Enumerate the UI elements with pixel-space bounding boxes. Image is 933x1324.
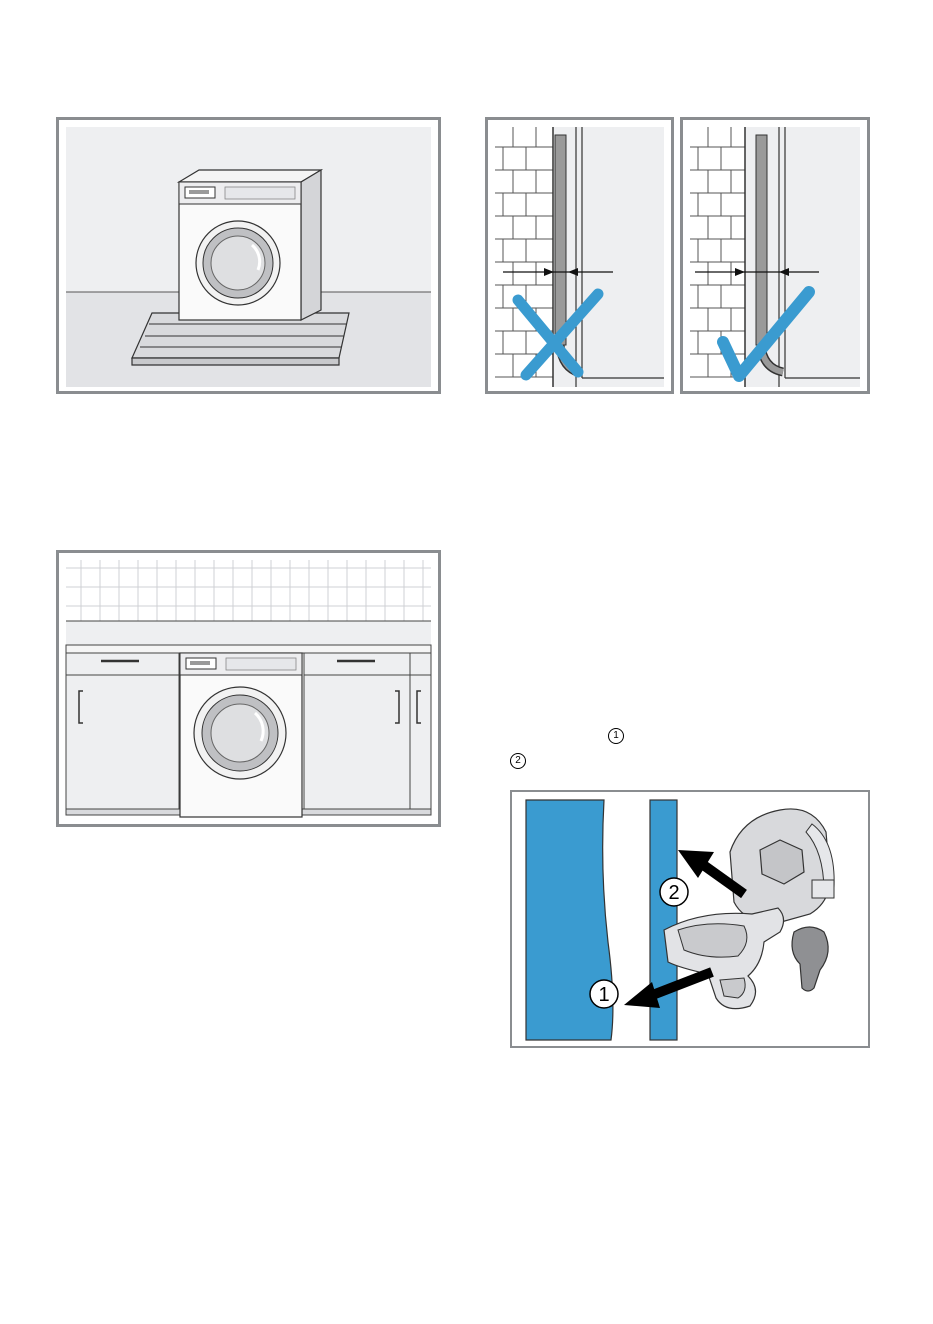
under-counter-illustration [59,553,438,824]
step-reference-2: 2 [510,753,526,769]
figure-machine-on-platform [56,117,441,394]
step-reference-1: 1 [608,728,624,744]
adjustable-foot-illustration: 2 1 [512,792,868,1046]
machine-on-platform-illustration [59,120,438,391]
label-2-marker: 2 [660,878,688,906]
figure-machine-under-counter [56,550,441,827]
figure-hose-wrong [485,117,674,394]
label-1-marker: 1 [590,980,618,1008]
figure-adjustable-foot: 2 1 [510,790,870,1048]
foot-label-2: 2 [668,882,679,904]
figure-hose-correct [680,117,870,394]
hose-wrong-illustration [488,120,671,391]
foot-label-1: 1 [598,984,609,1006]
hose-correct-illustration [683,120,867,391]
